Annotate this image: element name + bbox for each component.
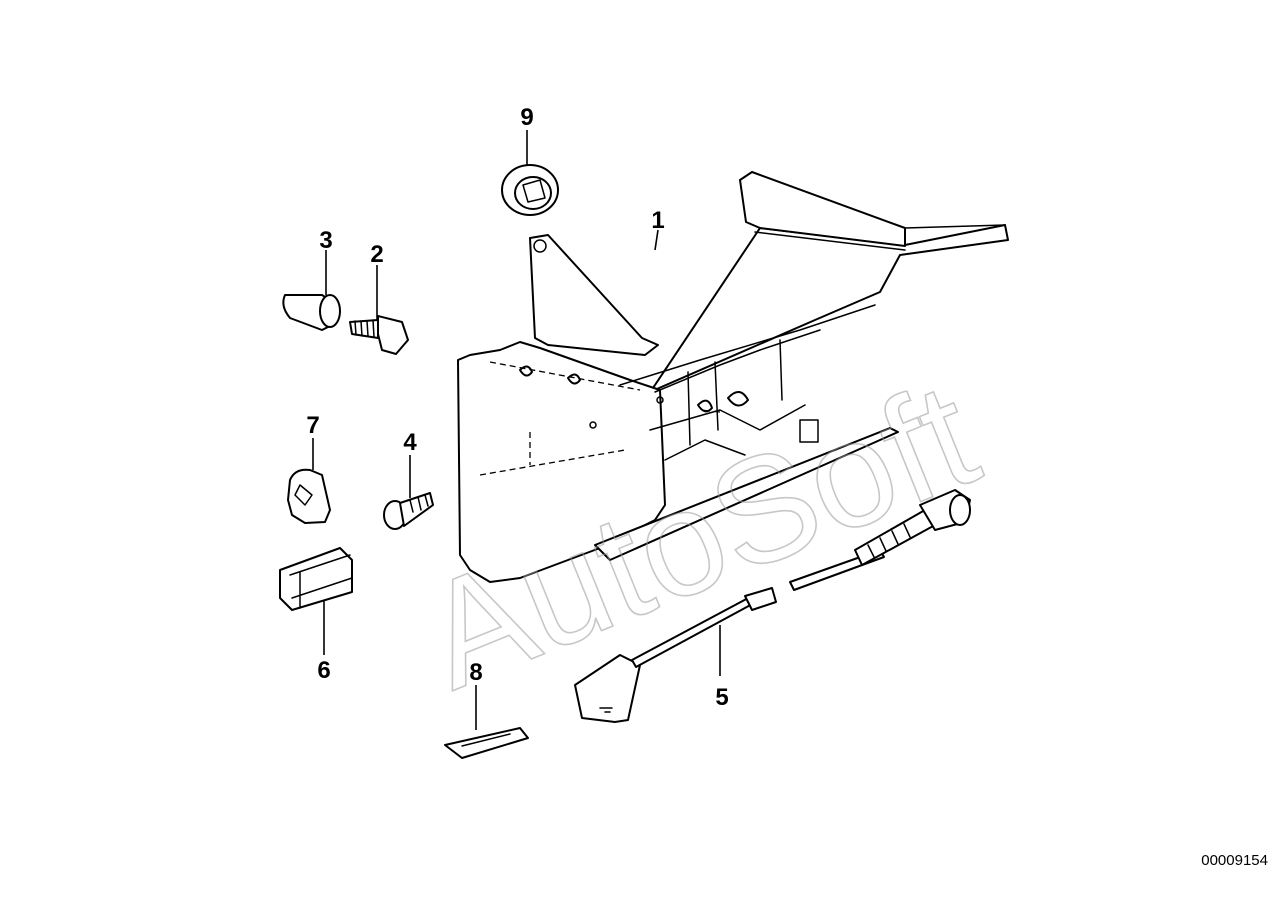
callout-2: 2	[370, 241, 383, 268]
callout-7: 7	[306, 412, 319, 439]
callout-3: 3	[319, 227, 332, 254]
callout-9: 9	[520, 104, 533, 131]
part-6-plug	[279, 547, 353, 611]
callout-6: 6	[317, 657, 330, 684]
part-7-clip	[287, 468, 331, 524]
callout-1: 1	[651, 207, 664, 234]
part-1-bracket	[457, 171, 1009, 583]
callout-8: 8	[469, 659, 482, 686]
part-9-grommet	[501, 164, 559, 216]
callout-5: 5	[715, 684, 728, 711]
callout-labels: 1 2 3 4 5 6 7 8 9	[306, 104, 728, 711]
part-5-cable	[574, 489, 971, 723]
part-3-bushing	[282, 294, 341, 331]
part-2-bolt	[349, 315, 409, 355]
callout-4: 4	[403, 429, 417, 456]
part-8-clip	[444, 727, 529, 759]
callout-leaders	[312, 130, 721, 730]
part-4-screw	[383, 492, 434, 530]
diagram-id: 00009154	[1201, 852, 1268, 869]
